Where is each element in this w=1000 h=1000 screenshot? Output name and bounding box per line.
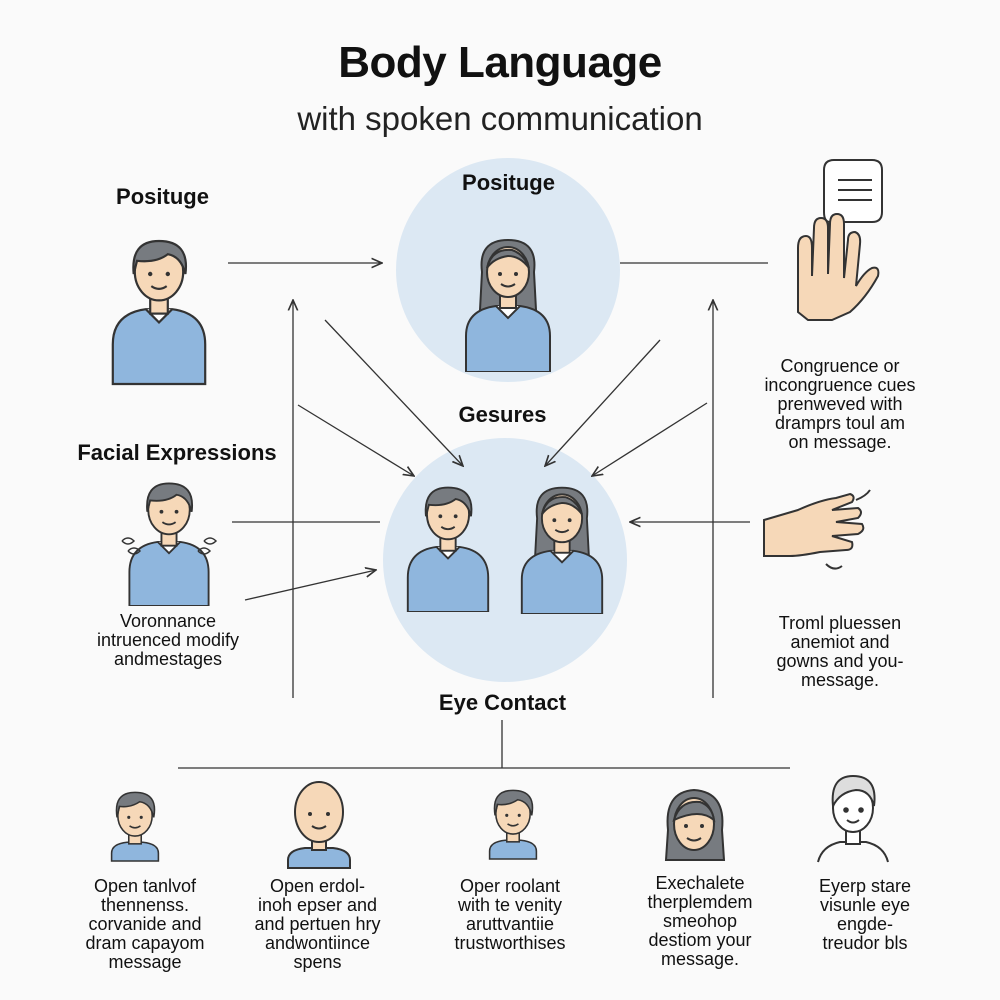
arrow-diag-2 — [297, 404, 414, 476]
text-left-middle: Voronnance intruenced modify andmestages — [96, 611, 240, 669]
text-right-middle: Troml pluessen anemiot and gowns and you… — [776, 613, 904, 690]
arrow-diag-1 — [324, 319, 463, 466]
arrow-face-text-to-center — [244, 570, 376, 601]
arrow-diag-4 — [592, 402, 708, 476]
open-hand-icon — [763, 489, 871, 570]
portrait-4-woman — [664, 788, 726, 861]
connector-arrows — [178, 263, 790, 769]
page-subtitle: with spoken communication — [297, 100, 703, 137]
bottom-text-4: Exechalete therplemdem smeohop destiom y… — [647, 873, 753, 969]
label-gestures: Gesures — [458, 402, 547, 427]
raised-hand-icon — [797, 212, 880, 321]
label-posture-left: Posituge — [116, 184, 209, 209]
portrait-3 — [488, 789, 538, 860]
bottom-text-5: Eyerp stare visunle eye engde- treudor b… — [818, 876, 912, 953]
bottom-text-1: Open tanlvof thennenss. corvanide and dr… — [85, 876, 205, 972]
arrow-diag-3 — [545, 339, 661, 466]
label-posture-center: Posituge — [462, 170, 555, 195]
person-posture-left — [111, 239, 207, 386]
portrait-5-outline — [817, 774, 889, 863]
bottom-text-2: Open erdol- inoh epser and and pertuen h… — [254, 876, 381, 972]
person-facial-expression — [128, 482, 210, 606]
label-eye-contact: Eye Contact — [438, 690, 567, 715]
text-right-top: Congruence or incongruence cues prenweve… — [764, 356, 916, 452]
label-facial-expressions: Facial Expressions — [77, 440, 277, 465]
portrait-1 — [110, 791, 160, 862]
portrait-2-bald — [287, 781, 351, 869]
bottom-text-3: Oper roolant with te venity aruttvantiie… — [454, 876, 566, 953]
page-title: Body Language — [338, 38, 662, 87]
expression-marks — [121, 537, 218, 555]
